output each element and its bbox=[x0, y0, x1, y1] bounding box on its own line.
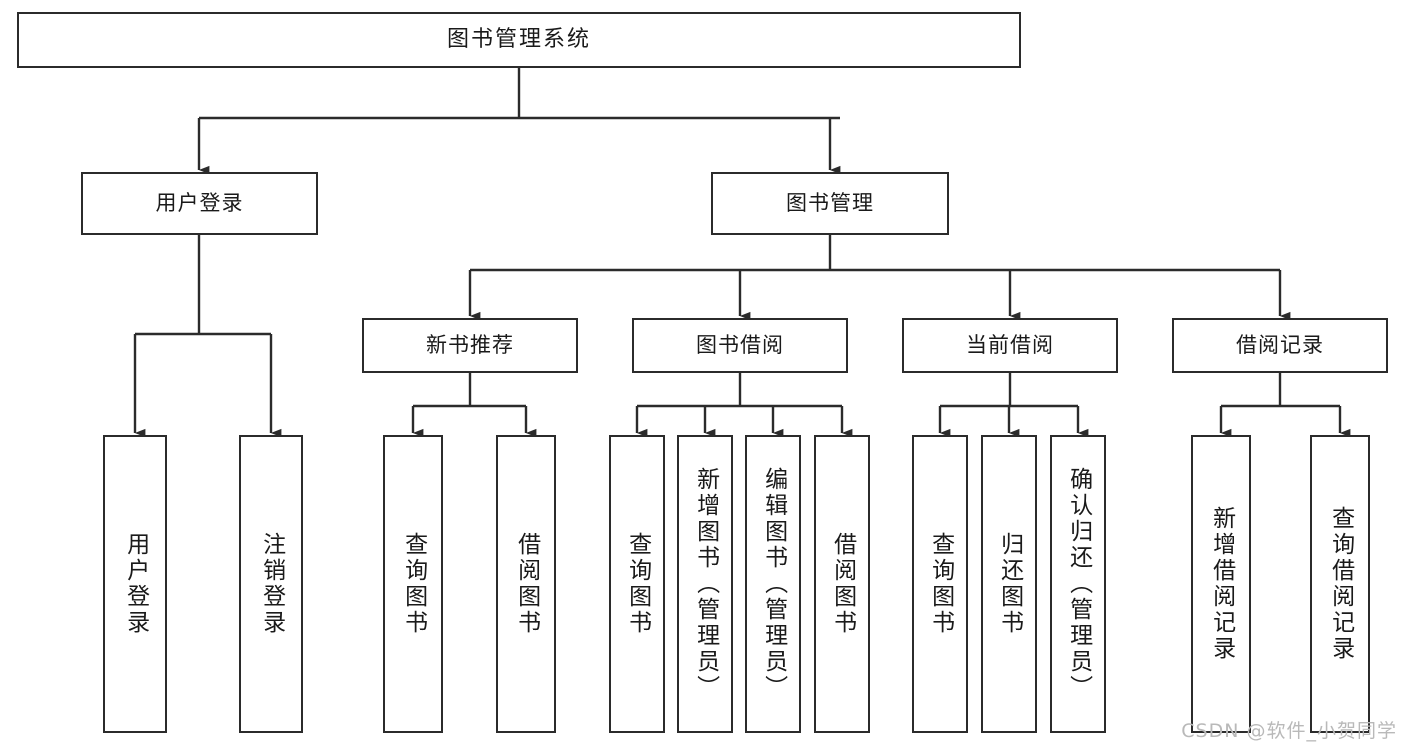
leaf-borrow-query-book[interactable]: 查询图书 bbox=[609, 435, 665, 733]
node-book-borrow-label: 图书借阅 bbox=[696, 332, 784, 357]
node-user-login[interactable]: 用户登录 bbox=[81, 172, 318, 235]
leaf-new-book-borrow-label: 借阅图书 bbox=[513, 532, 540, 636]
leaf-current-return-book[interactable]: 归还图书 bbox=[981, 435, 1037, 733]
leaf-current-query-book-label: 查询图书 bbox=[927, 532, 954, 636]
leaf-current-query-book[interactable]: 查询图书 bbox=[912, 435, 968, 733]
leaf-current-confirm-return[interactable]: 确认归还（管理员） bbox=[1050, 435, 1106, 733]
leaf-user-login-login-label: 用户登录 bbox=[122, 532, 149, 636]
node-borrow-record-label: 借阅记录 bbox=[1236, 332, 1324, 357]
leaf-user-login-logout-label: 注销登录 bbox=[258, 532, 285, 636]
node-root[interactable]: 图书管理系统 bbox=[17, 12, 1021, 68]
node-book-borrow[interactable]: 图书借阅 bbox=[632, 318, 848, 373]
node-root-label: 图书管理系统 bbox=[446, 26, 591, 52]
leaf-new-book-borrow[interactable]: 借阅图书 bbox=[496, 435, 556, 733]
leaf-borrow-query-book-label: 查询图书 bbox=[624, 532, 651, 636]
leaf-borrow-add-book-label: 新增图书（管理员） bbox=[692, 467, 719, 701]
leaf-user-login-logout[interactable]: 注销登录 bbox=[239, 435, 303, 733]
leaf-new-book-query-label: 查询图书 bbox=[400, 532, 427, 636]
node-user-login-label: 用户登录 bbox=[155, 190, 244, 215]
node-current-borrow[interactable]: 当前借阅 bbox=[902, 318, 1118, 373]
node-borrow-record[interactable]: 借阅记录 bbox=[1172, 318, 1388, 373]
leaf-borrow-borrow-book[interactable]: 借阅图书 bbox=[814, 435, 870, 733]
leaf-record-query-label: 查询借阅记录 bbox=[1327, 506, 1354, 662]
leaf-user-login-login[interactable]: 用户登录 bbox=[103, 435, 167, 733]
leaf-new-book-query[interactable]: 查询图书 bbox=[383, 435, 443, 733]
leaf-current-confirm-return-label: 确认归还（管理员） bbox=[1065, 467, 1092, 701]
node-current-borrow-label: 当前借阅 bbox=[966, 332, 1054, 357]
leaf-record-query[interactable]: 查询借阅记录 bbox=[1310, 435, 1370, 733]
leaf-record-add-label: 新增借阅记录 bbox=[1208, 506, 1235, 662]
csdn-watermark: CSDN @软件_小贺同学 bbox=[1181, 720, 1397, 742]
node-book-manage-label: 图书管理 bbox=[786, 190, 874, 215]
leaf-borrow-edit-book-label: 编辑图书（管理员） bbox=[760, 467, 787, 701]
leaf-current-return-book-label: 归还图书 bbox=[996, 532, 1023, 636]
leaf-record-add[interactable]: 新增借阅记录 bbox=[1191, 435, 1251, 733]
leaf-borrow-borrow-book-label: 借阅图书 bbox=[829, 532, 856, 636]
node-new-book-recommend-label: 新书推荐 bbox=[426, 332, 514, 357]
leaf-borrow-add-book[interactable]: 新增图书（管理员） bbox=[677, 435, 733, 733]
leaf-borrow-edit-book[interactable]: 编辑图书（管理员） bbox=[745, 435, 801, 733]
node-book-manage[interactable]: 图书管理 bbox=[711, 172, 949, 235]
node-new-book-recommend[interactable]: 新书推荐 bbox=[362, 318, 578, 373]
